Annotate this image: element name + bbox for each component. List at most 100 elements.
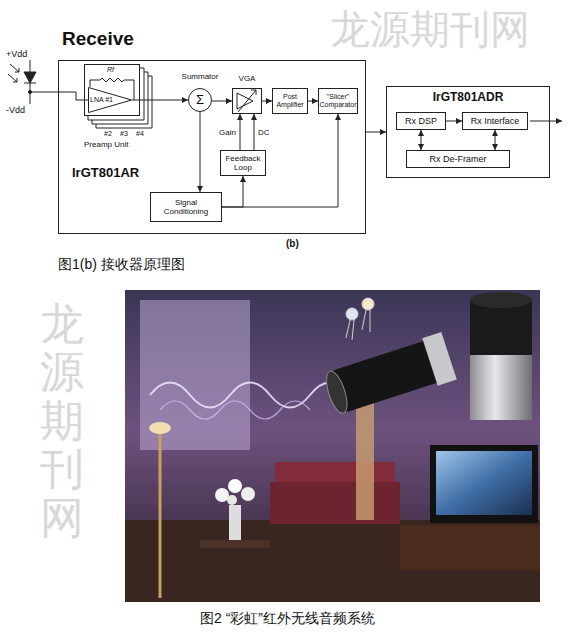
signal-connector — [222, 176, 243, 207]
preamp-unit: Preamp Unit LNA #1 — [84, 64, 156, 152]
lna-triangle: LNA #1 — [88, 87, 132, 113]
process-box: Rx Interface — [462, 112, 528, 130]
box-outline: Signal Conditioning — [150, 192, 222, 222]
signal-connector — [222, 114, 338, 207]
signal-connector — [200, 112, 201, 192]
block-label: Feedback Loop — [222, 154, 264, 172]
edge-label: Gain — [218, 128, 237, 137]
input-wire — [30, 92, 88, 100]
window-light — [140, 300, 250, 450]
living-room-photo — [125, 290, 540, 602]
process-box: Feedback Loop — [220, 150, 266, 176]
variable-arrow — [238, 90, 256, 112]
signal-connector — [366, 132, 386, 133]
figure-caption: 图2 “彩虹”红外无线音频系统 — [200, 610, 375, 626]
box-outline: Rx De-Framer — [406, 150, 510, 168]
signal-connector — [495, 130, 496, 150]
watermark: 龙源期刊网 — [330, 6, 530, 52]
signal-label: #3 — [120, 130, 128, 138]
led — [346, 308, 358, 320]
diagram-title: Receive — [62, 28, 134, 50]
box-outline — [232, 88, 262, 114]
block-label: Σ — [196, 93, 204, 108]
signal-connector — [254, 114, 255, 150]
photodiode-symbol — [8, 60, 88, 104]
diode-body — [24, 72, 36, 83]
block-heading: IrGT801ADR — [386, 91, 550, 105]
lit-column — [356, 400, 374, 520]
vase — [229, 505, 241, 540]
summing-circle: Σ — [188, 88, 212, 112]
block-label: Rx De-Framer — [429, 154, 486, 164]
vga-symbol — [237, 90, 256, 112]
process-box: Rx DSP — [396, 112, 446, 130]
tv-cabinet — [400, 525, 540, 570]
floor-lamp — [159, 432, 162, 598]
amp-output-wire — [132, 100, 140, 101]
signal-label: +Vdd — [6, 49, 27, 59]
block-label: Preamp Unit — [84, 140, 128, 149]
process-box: Signal Conditioning — [150, 192, 222, 222]
light-arrow — [8, 74, 17, 82]
preamp-stack — [88, 68, 152, 128]
tv-screen — [436, 451, 532, 515]
signal-connector — [140, 100, 188, 101]
block-label: LNA #1 — [90, 96, 113, 104]
led-bulbs — [346, 298, 374, 340]
flower — [241, 487, 255, 501]
summator: Σ Summator — [178, 72, 222, 112]
sofa-seat — [270, 482, 400, 524]
block-label: VGA — [228, 74, 266, 83]
signal-label: Rf — [107, 66, 114, 74]
signal-label: #2 — [104, 130, 112, 138]
led-leg — [352, 320, 354, 340]
process-box: Rx De-Framer — [406, 150, 510, 168]
light-wave — [150, 383, 350, 408]
signal-connector — [421, 130, 422, 150]
led-leg — [370, 310, 371, 332]
block-label: Signal Conditioning — [152, 198, 220, 216]
block-heading: IrGT801AR — [72, 166, 139, 181]
block-label: Rx DSP — [405, 116, 437, 126]
block-label: Rx Interface — [471, 116, 520, 126]
box-outline: Post Amplifier — [272, 88, 308, 114]
led-leg — [362, 310, 366, 330]
speaker-band — [470, 300, 532, 355]
speaker-cylinder — [470, 300, 532, 420]
flower — [215, 488, 229, 502]
floor — [125, 520, 540, 602]
watermark: 龙源期刊网 — [40, 300, 84, 542]
box-outline: Feedback Loop — [220, 150, 266, 176]
block-label: "Slicer" Comparator — [320, 93, 357, 109]
light-arrow — [10, 64, 19, 72]
amplifier-outline — [89, 88, 132, 113]
chip-boundary: IrGT801AR Preamp Unit LNA #1 Σ Summator VGA Po… — [58, 60, 366, 234]
block-label: Post Amplifier — [274, 93, 306, 109]
signal-label: #4 — [136, 130, 144, 138]
process-box: "Slicer" Comparator — [318, 88, 358, 114]
signal-label: -Vdd — [6, 105, 25, 115]
side-table — [200, 540, 270, 548]
emitter-collar — [422, 332, 456, 386]
room-background — [125, 290, 540, 602]
box-outline: "Slicer" Comparator — [318, 88, 358, 114]
signal-connector — [212, 101, 232, 102]
emitter-lens — [322, 369, 351, 416]
lamp-shade — [149, 422, 171, 434]
output-arrow — [530, 121, 562, 122]
signal-connector — [240, 114, 241, 150]
chip-boundary: IrGT801ADR Rx DSP Rx Interface Rx De-Framer — [386, 86, 550, 178]
figure-caption: 图1(b) 接收器原理图 — [58, 256, 185, 274]
junction-dot — [28, 90, 31, 93]
diode-bar — [24, 83, 36, 84]
block-label: Summator — [178, 72, 222, 81]
led — [362, 298, 374, 310]
edge-label: DC — [257, 128, 271, 137]
flower — [227, 495, 237, 505]
speaker-top — [470, 292, 532, 308]
signal-connector — [262, 101, 272, 102]
signal-label: (b) — [286, 238, 299, 250]
amp-triangle — [237, 93, 253, 109]
box-outline: Rx DSP — [396, 112, 446, 130]
flower — [228, 479, 242, 493]
